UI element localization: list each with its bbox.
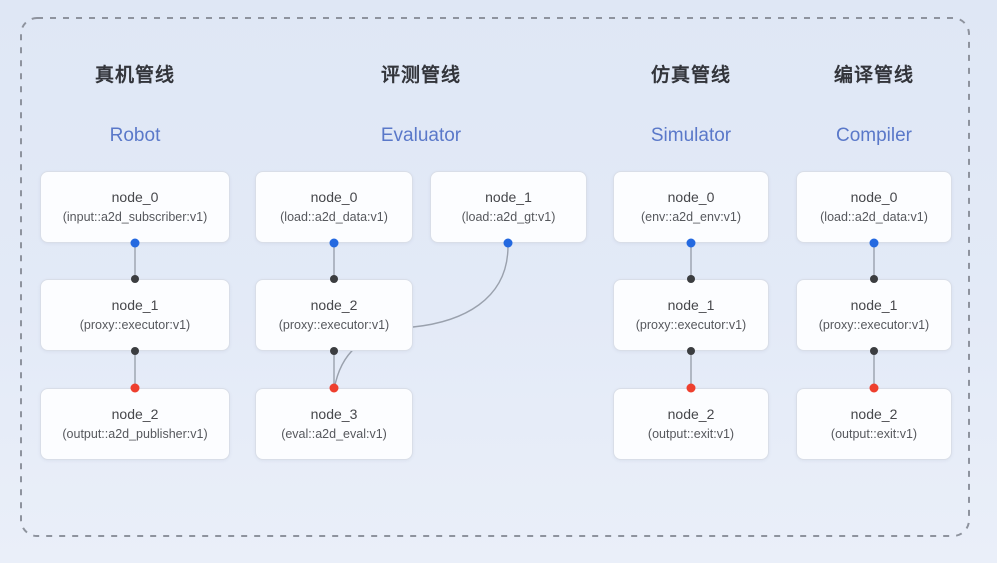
node-type: (proxy::executor:v1) (818, 318, 930, 332)
node-evaluator-1: node_1 (load::a2d_gt:v1) (430, 171, 587, 243)
node-name: node_2 (310, 297, 358, 313)
node-evaluator-3: node_3 (eval::a2d_eval:v1) (255, 388, 413, 460)
node-type: (output::a2d_publisher:v1) (62, 427, 208, 441)
node-type: (eval::a2d_eval:v1) (281, 427, 387, 441)
port-output-blue (686, 238, 696, 248)
node-compiler-2: node_2 (output::exit:v1) (796, 388, 952, 460)
port-output-blue (503, 238, 513, 248)
port-input-black (687, 275, 695, 283)
port-output-black (131, 347, 139, 355)
pipeline-title-cn-evaluator: 评测管线 (380, 65, 461, 86)
node-name: node_3 (310, 406, 358, 422)
node-type: (proxy::executor:v1) (278, 318, 390, 332)
node-type: (proxy::executor:v1) (635, 318, 747, 332)
node-simulator-0: node_0 (env::a2d_env:v1) (613, 171, 769, 243)
port-input-red (329, 383, 339, 393)
port-input-red (130, 383, 140, 393)
node-name: node_2 (850, 406, 898, 422)
node-type: (output::exit:v1) (830, 427, 918, 441)
pipeline-title-en-evaluator: Evaluator (380, 125, 462, 146)
node-robot-1: node_1 (proxy::executor:v1) (40, 279, 230, 351)
node-type: (load::a2d_gt:v1) (461, 210, 556, 224)
node-name: node_0 (111, 189, 159, 205)
port-output-blue (130, 238, 140, 248)
node-name: node_2 (111, 406, 159, 422)
dashed-frame (20, 17, 970, 537)
pipeline-title-en-robot: Robot (109, 125, 161, 146)
port-output-black (330, 347, 338, 355)
node-name: node_2 (667, 406, 715, 422)
node-evaluator-0: node_0 (load::a2d_data:v1) (255, 171, 413, 243)
node-robot-0: node_0 (input::a2d_subscriber:v1) (40, 171, 230, 243)
node-name: node_1 (667, 297, 715, 313)
node-type: (env::a2d_env:v1) (640, 210, 742, 224)
node-compiler-1: node_1 (proxy::executor:v1) (796, 279, 952, 351)
port-output-black (687, 347, 695, 355)
node-robot-2: node_2 (output::a2d_publisher:v1) (40, 388, 230, 460)
pipeline-title-cn-compiler: 编译管线 (833, 65, 914, 86)
node-simulator-2: node_2 (output::exit:v1) (613, 388, 769, 460)
node-type: (load::a2d_data:v1) (820, 210, 928, 224)
node-name: node_0 (850, 189, 898, 205)
node-name: node_0 (667, 189, 715, 205)
node-type: (proxy::executor:v1) (79, 318, 191, 332)
node-compiler-0: node_0 (load::a2d_data:v1) (796, 171, 952, 243)
port-input-red (686, 383, 696, 393)
node-type: (output::exit:v1) (647, 427, 735, 441)
node-name: node_1 (850, 297, 898, 313)
port-output-blue (329, 238, 339, 248)
port-input-black (870, 275, 878, 283)
port-input-red (869, 383, 879, 393)
node-name: node_1 (485, 189, 532, 205)
port-input-black (131, 275, 139, 283)
pipeline-title-cn-robot: 真机管线 (94, 65, 175, 86)
node-type: (input::a2d_subscriber:v1) (62, 210, 208, 224)
node-simulator-1: node_1 (proxy::executor:v1) (613, 279, 769, 351)
pipeline-title-en-compiler: Compiler (835, 125, 913, 146)
node-name: node_0 (310, 189, 358, 205)
node-type: (load::a2d_data:v1) (280, 210, 388, 224)
pipeline-title-cn-simulator: 仿真管线 (650, 65, 731, 86)
port-output-black (870, 347, 878, 355)
port-output-blue (869, 238, 879, 248)
port-input-black (330, 275, 338, 283)
edge-evaluator-n1-n3 (334, 245, 509, 386)
node-name: node_1 (111, 297, 159, 313)
pipeline-title-en-simulator: Simulator (650, 125, 732, 146)
node-evaluator-2: node_2 (proxy::executor:v1) (255, 279, 413, 351)
